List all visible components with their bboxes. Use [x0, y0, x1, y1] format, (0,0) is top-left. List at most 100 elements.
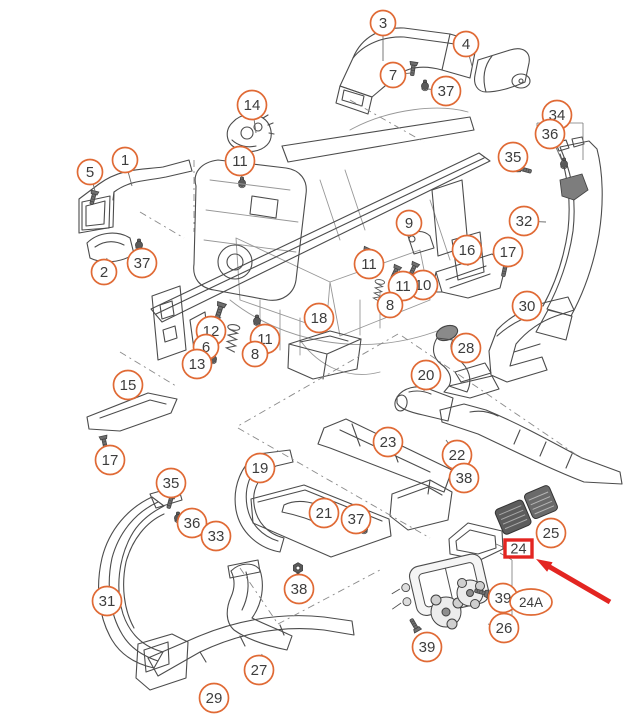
callout-ring[interactable] — [411, 631, 443, 663]
callout-38[interactable]: 38 — [283, 573, 315, 605]
callout-ring[interactable] — [200, 520, 232, 552]
callout-ring[interactable] — [353, 248, 385, 280]
callout-ring[interactable] — [452, 30, 480, 58]
callout-ring[interactable] — [126, 247, 158, 279]
callout-19[interactable]: 19 — [244, 452, 276, 484]
callout-ring[interactable] — [243, 654, 275, 686]
callout-ring[interactable] — [76, 158, 104, 186]
callout-13[interactable]: 13 — [181, 348, 213, 380]
callout-ring[interactable] — [451, 234, 483, 266]
callout-29[interactable]: 29 — [198, 682, 230, 714]
callout-11[interactable]: 11 — [224, 145, 256, 182]
callout-33[interactable]: 33 — [200, 520, 232, 552]
callout-ring[interactable] — [410, 359, 442, 391]
callout-3[interactable]: 3 — [369, 9, 397, 62]
callout-17[interactable]: 17 — [94, 444, 126, 476]
callout-ring[interactable] — [340, 503, 372, 535]
callout-16[interactable]: 16 — [451, 234, 483, 267]
callout-39[interactable]: 39 — [411, 631, 443, 663]
callout-ring[interactable] — [91, 585, 123, 617]
callout-14[interactable]: 14 — [236, 89, 268, 134]
callout-ring[interactable] — [176, 507, 208, 539]
callout-ring[interactable] — [236, 89, 268, 121]
callout-ring[interactable] — [376, 291, 404, 319]
callout-ring[interactable] — [308, 497, 340, 529]
callout-17[interactable]: 17 — [492, 236, 524, 268]
callout-25[interactable]: 25 — [535, 517, 567, 549]
callout-ring[interactable] — [535, 517, 567, 549]
callout-7[interactable]: 7 — [379, 61, 412, 89]
callout-20[interactable]: 20 — [410, 359, 442, 392]
callout-37[interactable]: 37 — [427, 75, 462, 107]
callout-36[interactable]: 36 — [534, 118, 566, 164]
callout-32[interactable]: 32 — [508, 205, 547, 237]
construction-lines — [119, 99, 585, 625]
callout-5[interactable]: 5 — [76, 158, 104, 192]
part-18-box-drawing-shape — [299, 335, 349, 343]
callout-ring[interactable] — [111, 146, 139, 174]
callout-ring[interactable] — [395, 209, 423, 237]
callout-38[interactable]: 38 — [448, 462, 480, 494]
callout-31[interactable]: 31 — [91, 585, 123, 617]
callout-23[interactable]: 23 — [372, 426, 404, 458]
callout-ring[interactable] — [283, 573, 315, 605]
callout-ring[interactable] — [90, 258, 118, 286]
callout-ring[interactable] — [534, 118, 566, 150]
callout-number: 14 — [244, 97, 261, 114]
highlight-24-group[interactable]: 24 — [503, 538, 612, 605]
callout-9[interactable]: 9 — [395, 209, 423, 237]
callout-ring[interactable] — [379, 61, 407, 89]
callout-ring[interactable] — [369, 9, 397, 37]
callout-ring[interactable] — [509, 588, 553, 616]
callout-28[interactable]: 28 — [450, 332, 482, 364]
callout-number: 31 — [99, 593, 116, 610]
callout-ring[interactable] — [372, 426, 404, 458]
callout-35[interactable]: 35 — [155, 467, 187, 499]
callout-30[interactable]: 30 — [511, 290, 543, 322]
callout-1[interactable]: 1 — [111, 146, 139, 187]
callout-ring[interactable] — [508, 205, 540, 237]
callout-ring[interactable] — [492, 236, 524, 268]
callout-2[interactable]: 2 — [90, 257, 118, 286]
callout-ring[interactable] — [198, 682, 230, 714]
callout-27[interactable]: 27 — [243, 653, 275, 686]
callout-ring[interactable] — [430, 75, 462, 107]
callout-ring[interactable] — [450, 332, 482, 364]
callout-36[interactable]: 36 — [176, 507, 208, 539]
callout-ring[interactable] — [94, 444, 126, 476]
callout-35[interactable]: 35 — [497, 141, 529, 173]
part-29-duct-drawing — [135, 615, 355, 691]
callout-22[interactable]: 22 — [441, 439, 473, 471]
callout-8[interactable]: 8 — [241, 340, 269, 368]
callout-11[interactable]: 11 — [353, 248, 385, 280]
callout-37[interactable]: 37 — [126, 247, 158, 279]
callout-ring[interactable] — [488, 612, 520, 644]
callout-4[interactable]: 4 — [452, 30, 480, 67]
callout-ring[interactable] — [224, 145, 256, 177]
callout-ring[interactable] — [241, 340, 269, 368]
part-26-actuators-drawing-shape — [466, 589, 474, 597]
highlight-box[interactable] — [503, 538, 534, 559]
callout-21[interactable]: 21 — [308, 497, 340, 529]
callout-ring[interactable] — [181, 348, 213, 380]
callout-ring[interactable] — [155, 467, 187, 499]
part-27-duct-drawing-shape — [227, 559, 261, 579]
callout-26[interactable]: 26 — [487, 612, 520, 644]
part-2-bracket-drawing-shape — [94, 241, 125, 248]
callout-18[interactable]: 18 — [303, 302, 335, 334]
callout-15[interactable]: 15 — [112, 369, 144, 401]
callout-ring[interactable] — [244, 452, 276, 484]
callout-ring[interactable] — [497, 141, 529, 173]
callout-8[interactable]: 8 — [376, 291, 404, 319]
callout-ring[interactable] — [511, 290, 543, 322]
callout-ring[interactable] — [112, 369, 144, 401]
callout-37[interactable]: 37 — [340, 503, 372, 535]
callout-24A[interactable]: 24A — [509, 588, 553, 616]
carrier-frame-drawing-shape — [159, 300, 178, 343]
callout-ring[interactable] — [303, 302, 335, 334]
callout-ring[interactable] — [448, 462, 480, 494]
callout-number: 38 — [456, 470, 473, 487]
carrier-substructure-drawing-shape — [203, 179, 299, 253]
part-4-duct-drawing-shape — [511, 73, 531, 89]
